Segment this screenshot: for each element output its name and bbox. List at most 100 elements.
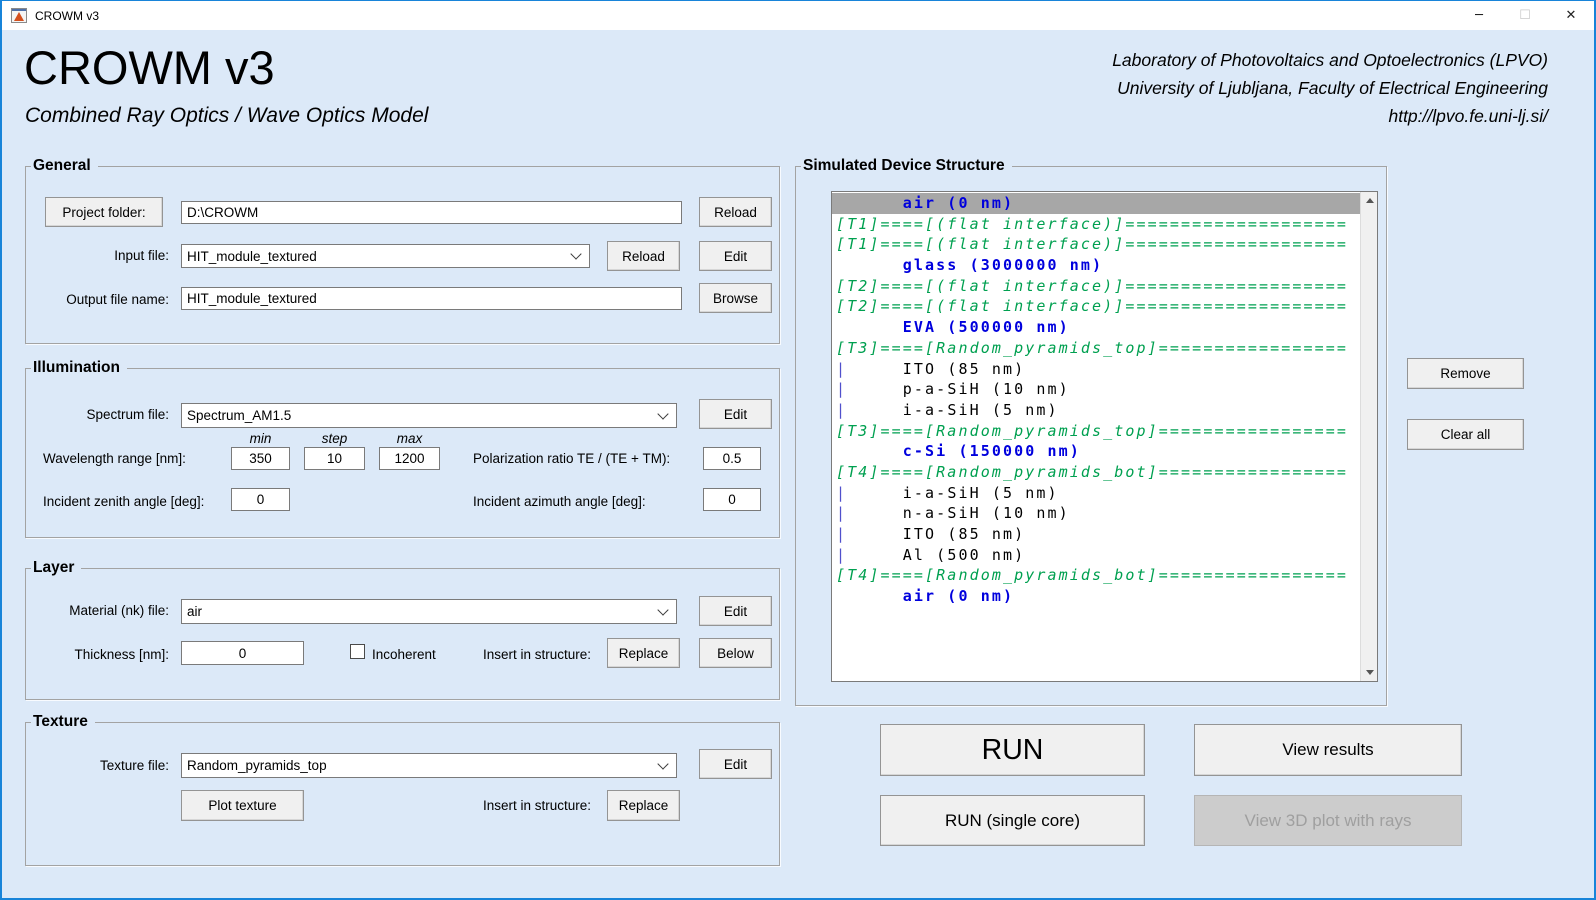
structure-line[interactable]: [T1]====[(flat interface)]==============…	[836, 235, 1349, 254]
structure-line[interactable]: [T3]====[Random_pyramids_top]===========…	[836, 421, 1349, 440]
structure-listbox[interactable]: air (0 nm)[T1]====[(flat interface)]====…	[831, 191, 1378, 682]
scrollbar[interactable]	[1360, 192, 1377, 681]
material-file-dropdown[interactable]: air	[181, 599, 677, 624]
polarization-input[interactable]: 0.5	[703, 447, 761, 470]
texture-file-dropdown[interactable]: Random_pyramids_top	[181, 753, 677, 778]
structure-line[interactable]: | i-a-SiH (5 nm)	[832, 400, 1360, 421]
general-panel: General Project folder: D:\CROWM Reload …	[25, 156, 780, 344]
browse-button[interactable]: Browse	[699, 283, 772, 313]
texture-file-value: Random_pyramids_top	[187, 758, 327, 773]
structure-line[interactable]: [T1]====[(flat interface)]==============…	[836, 214, 1349, 233]
wavelength-min-input[interactable]: 350	[231, 447, 290, 470]
structure-line[interactable]: [T3]====[Random_pyramids_top]===========…	[836, 338, 1349, 357]
spectrum-file-label: Spectrum file:	[86, 407, 169, 422]
view-3d-plot-button: View 3D plot with rays	[1194, 795, 1462, 846]
run-single-core-button[interactable]: RUN (single core)	[880, 795, 1145, 846]
organization-info: Laboratory of Photovoltaics and Optoelec…	[1112, 46, 1548, 130]
zenith-angle-label: Incident zenith angle [deg]:	[43, 494, 205, 509]
texture-replace-button[interactable]: Replace	[607, 790, 680, 821]
layer-pipe-mark: |	[836, 525, 848, 543]
zenith-angle-input[interactable]: 0	[231, 488, 290, 511]
layer-pipe-mark: |	[836, 483, 848, 502]
texture-file-label: Texture file:	[99, 758, 169, 773]
input-file-dropdown[interactable]: HIT_module_textured	[181, 244, 590, 268]
wavelength-range-label: Wavelength range [nm]:	[43, 451, 186, 466]
layer-text: n-a-SiH (10 nm)	[847, 504, 1070, 523]
structure-panel-title: Simulated Device Structure	[801, 156, 1012, 176]
layer-text: ITO (85 nm)	[847, 359, 1026, 378]
clear-all-button[interactable]: Clear all	[1407, 419, 1524, 450]
structure-line[interactable]: [T4]====[Random_pyramids_bot]===========…	[836, 462, 1349, 481]
azimuth-angle-input[interactable]: 0	[703, 488, 761, 511]
edit-spectrum-button[interactable]: Edit	[699, 399, 772, 429]
structure-line[interactable]: | n-a-SiH (10 nm)	[832, 503, 1360, 524]
material-file-value: air	[187, 604, 203, 619]
layer-text: i-a-SiH (5 nm)	[847, 400, 1059, 419]
structure-line[interactable]: | Al (500 nm)	[832, 545, 1360, 566]
input-file-value: HIT_module_textured	[187, 248, 317, 264]
edit-texture-button[interactable]: Edit	[699, 749, 772, 779]
title-bar: CROWM v3 ─ ☐ ✕	[2, 1, 1594, 30]
incoherent-label: Incoherent	[372, 647, 436, 662]
structure-line[interactable]: | ITO (85 nm)	[832, 524, 1360, 545]
input-file-label: Input file:	[114, 248, 169, 263]
layer-below-button[interactable]: Below	[699, 638, 772, 668]
scroll-up-icon[interactable]	[1361, 192, 1377, 209]
thickness-input[interactable]: 0	[181, 641, 304, 665]
layer-insert-label: Insert in structure:	[483, 647, 592, 662]
layer-panel: Layer Material (nk) file: air Edit Thick…	[25, 558, 780, 700]
structure-line[interactable]: | ITO (85 nm)	[832, 359, 1360, 380]
layer-pipe-mark: |	[836, 359, 848, 378]
texture-panel: Texture Texture file: Random_pyramids_to…	[25, 712, 780, 866]
output-file-input[interactable]: HIT_module_textured	[181, 287, 682, 310]
structure-listbox-content: air (0 nm)[T1]====[(flat interface)]====…	[832, 193, 1360, 681]
layer-text: Al (500 nm)	[847, 545, 1026, 564]
project-folder-button[interactable]: Project folder:	[45, 197, 163, 227]
structure-line[interactable]: glass (3000000 nm)	[836, 256, 1104, 275]
close-icon[interactable]: ✕	[1565, 8, 1577, 23]
polarization-label: Polarization ratio TE / (TE + TM):	[473, 451, 671, 466]
min-label: min	[249, 431, 272, 446]
layer-replace-button[interactable]: Replace	[607, 638, 680, 668]
max-label: max	[396, 431, 423, 446]
layer-text: p-a-SiH (10 nm)	[847, 380, 1070, 399]
layer-text: i-a-SiH (5 nm)	[847, 483, 1059, 502]
structure-line[interactable]: | i-a-SiH (5 nm)	[832, 483, 1360, 504]
view-results-button[interactable]: View results	[1194, 724, 1462, 776]
structure-line[interactable]: EVA (500000 nm)	[836, 318, 1070, 337]
org-line-1: Laboratory of Photovoltaics and Optoelec…	[1112, 50, 1548, 70]
structure-line[interactable]: [T2]====[(flat interface)]==============…	[836, 297, 1349, 316]
reload-input-button[interactable]: Reload	[607, 241, 680, 271]
wavelength-max-input[interactable]: 1200	[379, 447, 440, 470]
chevron-down-icon	[655, 602, 671, 621]
spectrum-file-dropdown[interactable]: Spectrum_AM1.5	[181, 403, 677, 428]
thickness-label: Thickness [nm]:	[74, 647, 169, 662]
plot-texture-button[interactable]: Plot texture	[181, 790, 304, 821]
structure-line[interactable]: air (0 nm)	[836, 587, 1015, 606]
structure-line[interactable]: air (0 nm)	[832, 193, 1360, 214]
scroll-down-icon[interactable]	[1361, 664, 1377, 681]
structure-line[interactable]: [T2]====[(flat interface)]==============…	[836, 276, 1349, 295]
wavelength-step-input[interactable]: 10	[304, 447, 365, 470]
edit-material-button[interactable]: Edit	[699, 596, 772, 626]
project-folder-input[interactable]: D:\CROWM	[181, 201, 682, 224]
incoherent-checkbox[interactable]	[350, 644, 365, 659]
chevron-down-icon	[655, 406, 671, 425]
reload-project-button[interactable]: Reload	[699, 197, 772, 227]
page-title: CROWM v3	[24, 41, 275, 94]
structure-line[interactable]: c-Si (150000 nm)	[836, 442, 1081, 461]
maximize-icon: ☐	[1519, 8, 1531, 23]
texture-panel-title: Texture	[31, 712, 95, 732]
matlab-app-icon	[11, 8, 27, 23]
structure-line[interactable]: [T4]====[Random_pyramids_bot]===========…	[836, 566, 1349, 585]
chevron-down-icon	[655, 756, 671, 775]
layer-pipe-mark: |	[836, 400, 848, 419]
run-button[interactable]: RUN	[880, 724, 1145, 776]
edit-input-button[interactable]: Edit	[699, 241, 772, 271]
minimize-icon[interactable]: ─	[1475, 8, 1483, 23]
structure-line[interactable]: | p-a-SiH (10 nm)	[832, 379, 1360, 400]
general-panel-title: General	[31, 156, 98, 176]
spectrum-file-value: Spectrum_AM1.5	[187, 408, 292, 423]
remove-button[interactable]: Remove	[1407, 358, 1524, 389]
